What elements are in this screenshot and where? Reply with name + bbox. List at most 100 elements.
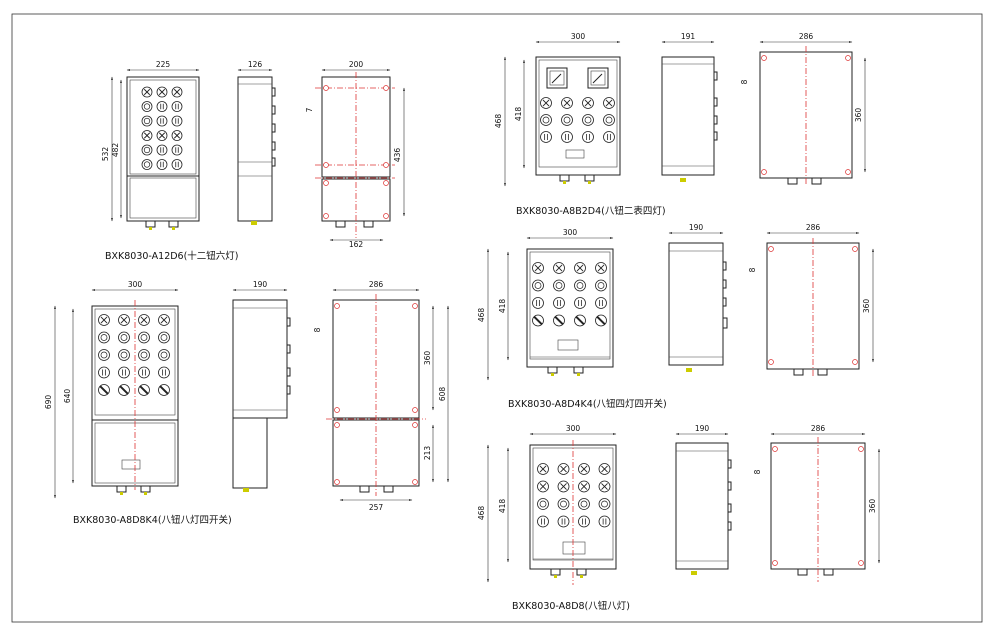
- indicator-lamp-icon: [553, 297, 565, 309]
- dim-back-offset: 8: [748, 267, 757, 272]
- switch-knob-icon: [158, 384, 170, 396]
- button-icon: [578, 463, 590, 475]
- button-icon: [171, 86, 183, 98]
- mounting-hole-icon: [334, 303, 418, 485]
- indicator-lamp-icon: [540, 131, 552, 143]
- button-icon: [557, 480, 570, 493]
- button-icon: [537, 480, 549, 493]
- side-view: 190: [668, 223, 728, 372]
- dim-back-hole-height: 360: [868, 499, 877, 514]
- ring-icon: [138, 331, 150, 344]
- ring-icon: [537, 498, 549, 510]
- side-view: 191: [661, 32, 718, 182]
- button-grid: [540, 97, 615, 143]
- model-a8d8k4: 300 690 640 190: [44, 280, 450, 526]
- indicator-lamp-icon: [574, 297, 586, 309]
- back-view: 286 360 608 213 8 257: [313, 280, 450, 512]
- button-icon: [578, 480, 590, 493]
- mounting-hole-icon: [761, 55, 851, 175]
- drawing-frame: [11, 13, 983, 623]
- dim-back-hole-upper: 360: [423, 351, 432, 366]
- button-icon: [537, 463, 549, 475]
- model-caption: BXK8030-A8D4K4(八钮四灯四开关): [508, 398, 667, 410]
- button-icon: [141, 86, 153, 98]
- button-grid: [537, 463, 611, 528]
- front-view: 225 532 482: [101, 60, 200, 230]
- button-icon: [118, 314, 130, 326]
- ring-icon: [141, 144, 153, 156]
- back-view: 200 436 7 162: [305, 60, 406, 249]
- indicator-lamp-icon: [532, 297, 544, 309]
- dim-side-depth: 191: [681, 32, 696, 41]
- indicator-lamp-icon: [156, 144, 168, 156]
- ring-icon: [118, 349, 130, 361]
- dim-front-inner: 418: [498, 299, 507, 314]
- switch-knob-icon: [553, 314, 565, 327]
- button-icon: [171, 130, 183, 141]
- dim-front-width: 300: [563, 228, 578, 237]
- button-icon: [574, 262, 586, 274]
- dim-back-width: 286: [806, 223, 821, 232]
- model-caption: BXK8030-A8B2D4(八钮二表四灯): [516, 205, 666, 217]
- indicator-lamp-icon: [156, 115, 168, 127]
- button-icon: [156, 86, 168, 98]
- dim-back-hole-height: 436: [393, 148, 402, 163]
- dim-front-height: 468: [477, 506, 486, 521]
- indicator-lamp-icon: [578, 515, 590, 528]
- ring-icon: [158, 331, 170, 344]
- dim-back-offset: 7: [305, 107, 314, 112]
- dim-front-height: 690: [44, 395, 53, 410]
- dim-front-height: 468: [477, 308, 486, 323]
- ring-icon: [582, 114, 594, 126]
- button-grid: [141, 86, 183, 170]
- front-view: 300 690 640: [44, 280, 179, 499]
- mounting-hole-icon: [323, 85, 389, 219]
- ring-icon: [557, 498, 570, 510]
- button-icon: [598, 480, 611, 493]
- indicator-lamp-icon: [138, 366, 150, 379]
- back-view: 286 360 8: [753, 424, 881, 582]
- indicator-lamp-icon: [171, 115, 183, 127]
- indicator-lamp-icon: [171, 144, 183, 156]
- button-icon: [98, 314, 110, 326]
- indicator-lamp-icon: [595, 297, 607, 309]
- dim-back-width: 286: [811, 424, 826, 433]
- switch-knob-icon: [138, 384, 150, 396]
- switch-knob-icon: [98, 384, 110, 396]
- ring-icon: [141, 159, 153, 170]
- cable-gland-icon: [145, 220, 179, 230]
- indicator-lamp-icon: [118, 366, 130, 379]
- ring-icon: [598, 498, 611, 510]
- indicator-lamp-icon: [171, 159, 183, 170]
- model-caption: BXK8030-A12D6(十二钮六灯): [105, 250, 239, 262]
- dim-back-hole-total: 608: [438, 387, 447, 402]
- dim-front-inner: 640: [63, 389, 72, 404]
- button-grid: [98, 314, 170, 396]
- button-icon: [158, 314, 170, 326]
- button-icon: [553, 262, 565, 274]
- button-icon: [557, 463, 570, 475]
- button-icon: [138, 314, 150, 326]
- dim-back-hole-lower: 213: [423, 446, 432, 461]
- ring-icon: [578, 498, 590, 510]
- model-a8d8: 300 468 418 190 286: [477, 424, 881, 612]
- side-view: 190: [675, 424, 732, 575]
- indicator-lamp-icon: [557, 515, 570, 528]
- ring-icon: [574, 279, 586, 292]
- model-a8b2d4: 300 468 418 191 286: [494, 32, 867, 217]
- ring-icon: [98, 349, 110, 361]
- button-icon: [141, 130, 153, 141]
- switch-knob-icon: [574, 314, 586, 327]
- button-icon: [532, 262, 544, 274]
- indicator-lamp-icon: [561, 131, 573, 143]
- ring-icon: [603, 114, 615, 126]
- front-view: 300 468 418: [494, 32, 621, 187]
- dim-back-hole-height: 360: [854, 108, 863, 123]
- button-icon: [598, 463, 611, 475]
- indicator-lamp-icon: [158, 366, 170, 379]
- dim-front-inner: 418: [498, 499, 507, 514]
- back-view: 286 360 8: [740, 32, 867, 186]
- front-view: 300 468 418: [477, 424, 617, 585]
